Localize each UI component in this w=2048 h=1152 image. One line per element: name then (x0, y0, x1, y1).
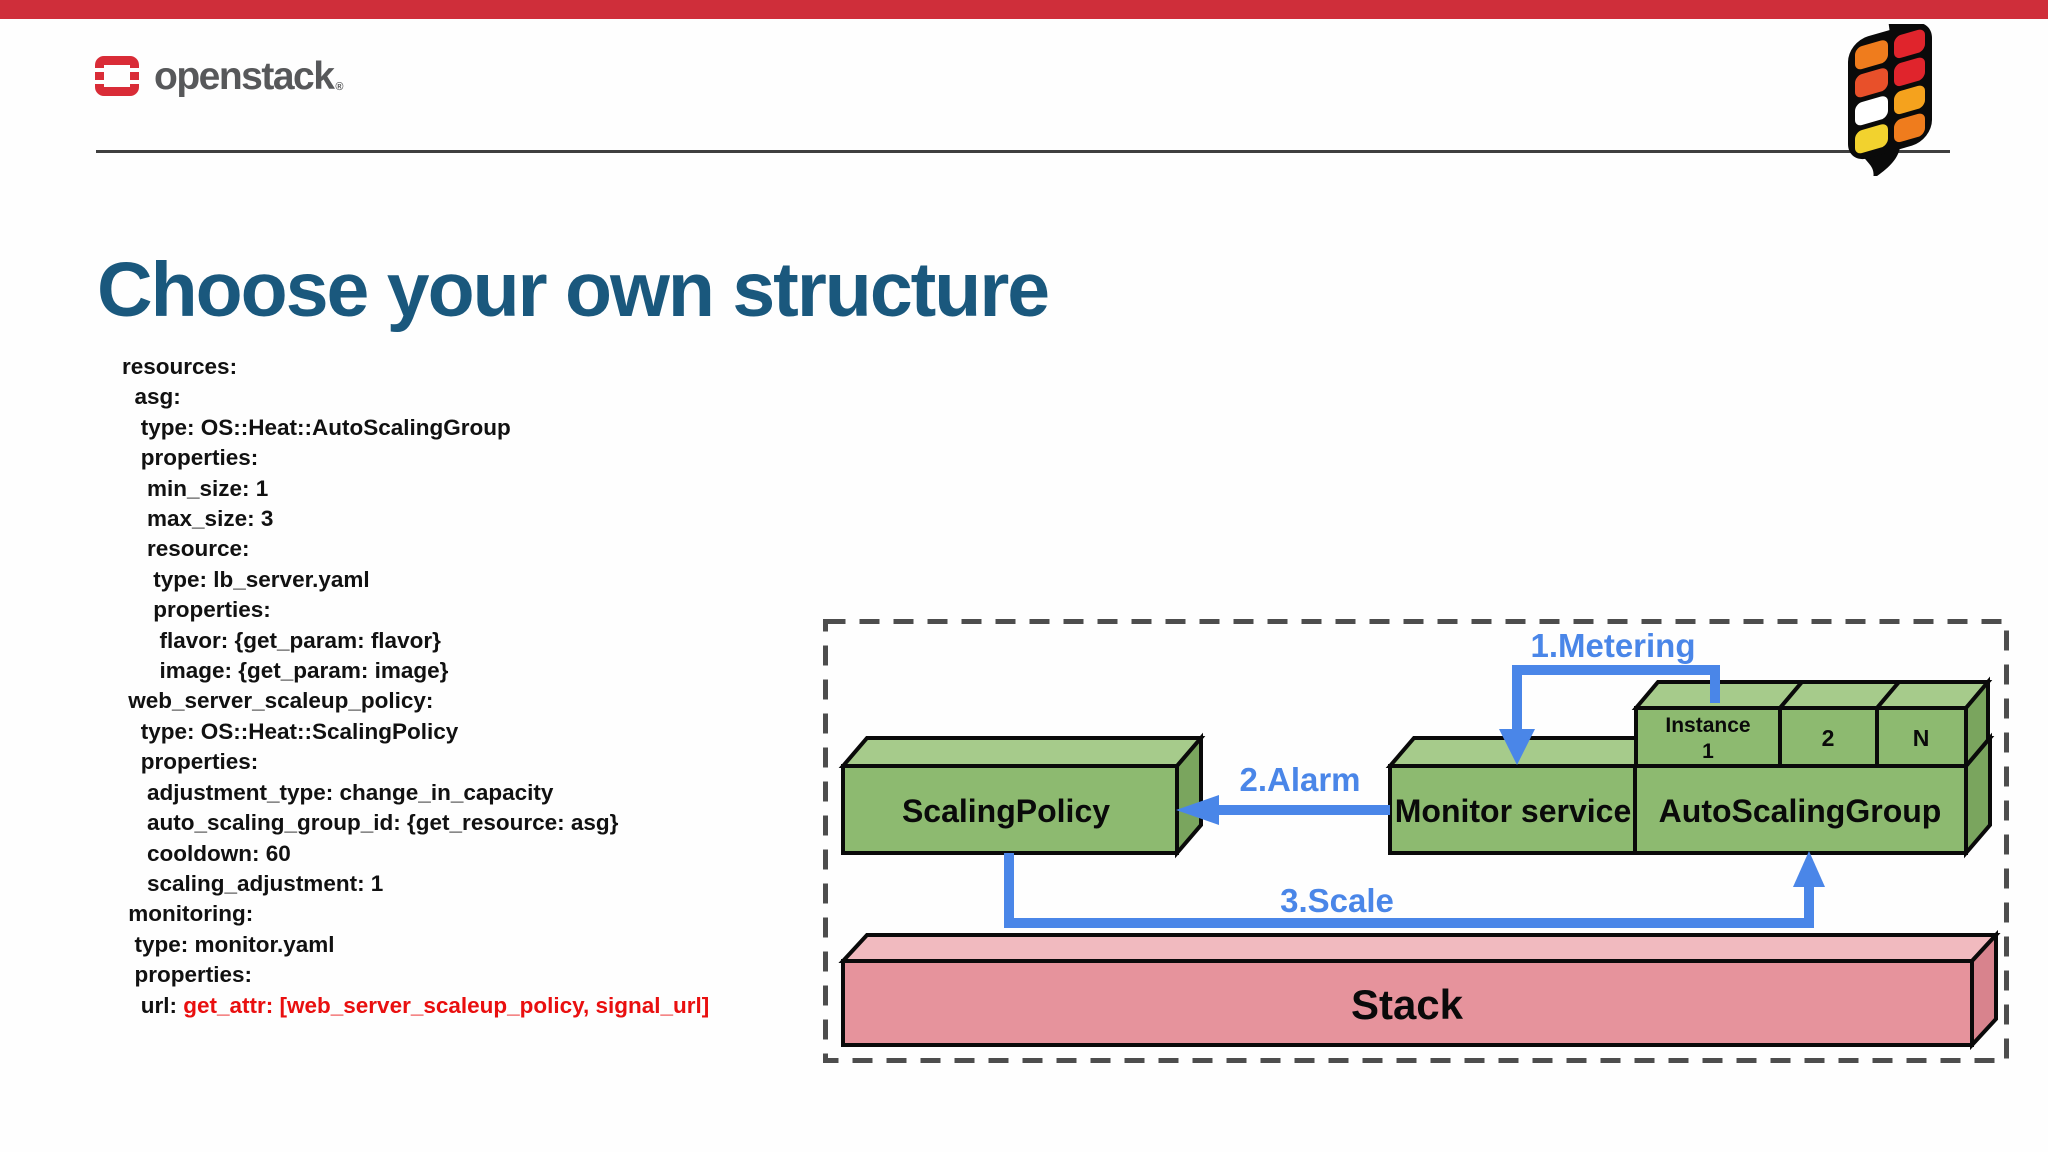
page-title: Choose your own structure (97, 247, 1050, 333)
top-red-bar (0, 0, 2048, 19)
code-line: properties: (122, 597, 271, 623)
instance-2-box (1775, 680, 1904, 768)
openstack-logo-icon (95, 56, 139, 96)
code-line: cooldown: 60 (122, 840, 291, 866)
scale-label: 3.Scale (1280, 882, 1394, 919)
code-block: resources: asg: type: OS::Heat::AutoScal… (122, 352, 709, 1021)
alarm-label: 2.Alarm (1239, 761, 1360, 798)
instance-2-label: 2 (1822, 725, 1835, 751)
code-line: min_size: 1 (122, 475, 269, 501)
metering-arrow (1499, 665, 1720, 765)
code-line: type: monitor.yaml (122, 931, 335, 957)
code-line: url: get_attr: [web_server_scaleup_polic… (122, 992, 710, 1018)
openstack-wordmark: openstack ® (154, 57, 344, 96)
code-line: type: lb_server.yaml (122, 566, 370, 592)
monitor-service-label: Monitor service (1395, 793, 1632, 829)
code-line: auto_scaling_group_id: {get_resource: as… (122, 810, 619, 836)
instance-n-box (1872, 676, 1993, 772)
code-line: properties: (122, 445, 259, 471)
code-line: image: {get_param: image} (122, 658, 449, 684)
autoscaling-diagram: Stack ScalingPolicy Monitor service Auto… (823, 619, 2009, 1063)
alarm-arrow (1176, 795, 1390, 825)
code-line: type: OS::Heat::ScalingPolicy (122, 718, 459, 744)
code-line: scaling_adjustment: 1 (122, 870, 384, 896)
brand-name: openstack (154, 54, 335, 98)
stack-box (838, 929, 2001, 1051)
scaling-policy-box (838, 732, 1206, 859)
instance-word-label: Instance (1665, 714, 1750, 737)
openstack-brand: openstack ® (95, 56, 344, 96)
code-line: properties: (122, 962, 253, 988)
code-line: asg: (122, 384, 181, 410)
monitor-service-box (1385, 736, 1664, 855)
code-line: resource: (122, 536, 250, 562)
code-line: type: OS::Heat::AutoScalingGroup (122, 414, 511, 440)
code-line: properties: (122, 749, 259, 775)
registered-mark: ® (335, 80, 344, 93)
code-line: web_server_scaleup_policy: (122, 688, 434, 714)
scaling-policy-label: ScalingPolicy (902, 793, 1110, 829)
code-line: flavor: {get_param: flavor} (122, 627, 441, 653)
code-line: monitoring: (122, 901, 254, 927)
stack-dashed-border (823, 619, 2009, 1063)
stack-label: Stack (1351, 981, 1464, 1028)
autoscalinggroup-label: AutoScalingGroup (1659, 793, 1942, 829)
header-divider (96, 150, 1950, 153)
scale-arrow (1004, 851, 1825, 928)
code-highlight: get_attr: [web_server_scaleup_policy, si… (183, 992, 710, 1018)
metering-label: 1.Metering (1530, 627, 1695, 664)
code-line: max_size: 3 (122, 506, 274, 532)
instance-1-label: 1 (1702, 740, 1714, 763)
instance-n-label: N (1913, 725, 1930, 751)
code-line: adjustment_type: change_in_capacity (122, 779, 554, 805)
code-line: resources: (122, 354, 238, 379)
heat-flame-icon (1848, 24, 1932, 176)
